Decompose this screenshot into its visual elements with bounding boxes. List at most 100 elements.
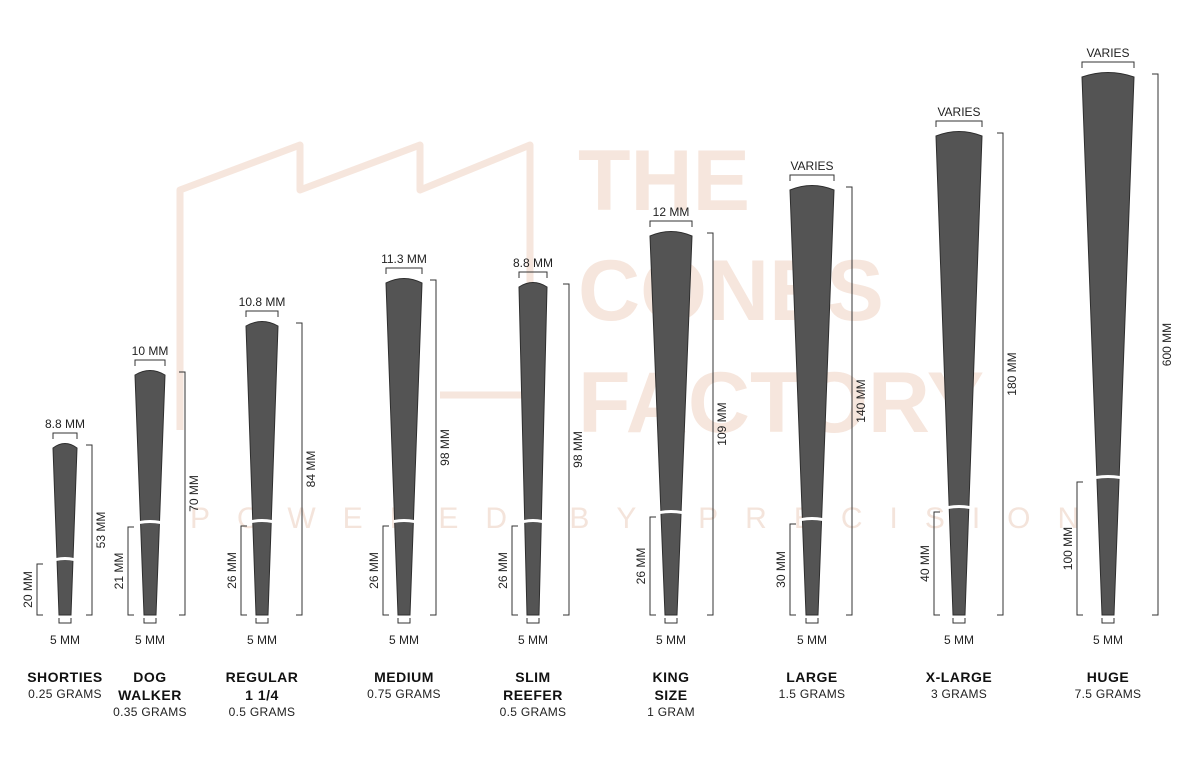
length-bracket: [846, 186, 853, 616]
filter-band: [56, 557, 74, 561]
top-width-bracket: [1081, 61, 1135, 68]
top-width-label: 11.3 MM: [381, 252, 427, 266]
cone-body: [789, 185, 835, 616]
filter-bracket: [649, 516, 656, 616]
filter-band: [523, 519, 543, 523]
tip-width-label: 5 MM: [1093, 633, 1123, 647]
cone-body: [518, 282, 548, 616]
cone-name-line: WALKER: [118, 687, 182, 703]
cone-weight-medium: 0.75 GRAMS: [367, 687, 441, 701]
cone-name-medium: MEDIUM: [344, 668, 464, 686]
top-width-label: 10.8 MM: [239, 295, 286, 309]
filter-band: [801, 517, 823, 521]
tip-bracket: [952, 618, 966, 624]
length-label: 140 MM: [854, 379, 868, 422]
cone-name-line: X-LARGE: [925, 669, 993, 685]
top-width-label: 8.8 MM: [45, 417, 85, 431]
watermark-tagline: POWERED BY PRECISION: [190, 502, 1106, 535]
cone-name-line: HUGE: [1086, 669, 1130, 685]
filter-bracket: [240, 525, 247, 616]
cone-weight-x-large: 3 GRAMS: [930, 687, 988, 701]
filter-length-label: 21 MM: [112, 553, 126, 590]
length-bracket: [296, 322, 303, 616]
tip-width-label: 5 MM: [389, 633, 419, 647]
cone-weight-shorties: 0.25 GRAMS: [28, 687, 102, 701]
length-bracket: [430, 279, 437, 616]
filter-band: [393, 519, 415, 523]
tip-width-label: 5 MM: [247, 633, 277, 647]
filter-bracket: [1076, 481, 1083, 616]
length-label: 98 MM: [438, 429, 452, 466]
cone-weight-regular: 0.5 GRAMS: [228, 705, 296, 719]
tip-bracket: [526, 618, 540, 624]
tip-bracket: [397, 618, 411, 624]
tip-width-label: 5 MM: [797, 633, 827, 647]
length-bracket: [997, 132, 1004, 616]
filter-band: [139, 520, 161, 524]
length-label: 70 MM: [187, 475, 201, 512]
tip-bracket: [805, 618, 819, 624]
filter-length-label: 30 MM: [774, 551, 788, 588]
cone-body: [52, 443, 78, 616]
top-width-label: VARIES: [937, 105, 980, 119]
tip-width-label: 5 MM: [135, 633, 165, 647]
filter-bracket: [127, 526, 134, 616]
tip-bracket: [1101, 618, 1115, 624]
cone-name-line: SHORTIES: [27, 669, 103, 685]
tip-bracket: [143, 618, 157, 624]
top-width-bracket: [518, 271, 548, 278]
cone-name-shorties: SHORTIES: [5, 668, 125, 686]
top-width-bracket: [134, 359, 166, 366]
top-width-bracket: [649, 220, 693, 227]
length-bracket: [1152, 73, 1159, 616]
length-label: 180 MM: [1005, 352, 1019, 395]
filter-bracket: [382, 525, 389, 616]
cone-body: [385, 278, 423, 616]
tip-width-label: 5 MM: [944, 633, 974, 647]
length-bracket: [707, 232, 714, 616]
filter-band: [948, 505, 970, 509]
cone-name-line: MEDIUM: [374, 669, 434, 685]
filter-length-label: 26 MM: [634, 548, 648, 585]
filter-length-label: 40 MM: [918, 545, 932, 582]
cone-weight-king-size: 1 GRAM: [647, 705, 695, 719]
cone-name-line: SIZE: [654, 687, 688, 703]
top-width-label: 8.8 MM: [513, 256, 553, 270]
cone-body: [245, 321, 279, 616]
filter-band: [1095, 475, 1121, 479]
length-label: 600 MM: [1160, 323, 1174, 366]
tip-bracket: [58, 618, 72, 624]
cone-huge: VARIES 600 MM 100 MM 5 MM: [1061, 46, 1174, 647]
cone-name-line: REEFER: [503, 687, 563, 703]
cone-x-large: VARIES 180 MM 40 MM 5 MM: [918, 105, 1019, 647]
cone-body: [134, 370, 166, 616]
top-width-bracket: [935, 120, 983, 127]
cone-body: [1081, 72, 1135, 616]
cone-name-large: LARGE: [752, 668, 872, 686]
cone-weight-dog-walker: 0.35 GRAMS: [113, 705, 187, 719]
top-width-bracket: [245, 310, 279, 317]
filter-length-label: 100 MM: [1061, 527, 1075, 570]
cone-name-line: REGULAR: [225, 669, 299, 685]
top-width-label: VARIES: [1086, 46, 1129, 60]
length-bracket: [86, 444, 93, 616]
top-width-label: 10 MM: [132, 344, 169, 358]
cone-body: [649, 231, 693, 616]
tip-width-label: 5 MM: [50, 633, 80, 647]
cone-name-line: DOG: [133, 669, 167, 685]
cone-body: [935, 131, 983, 616]
top-width-bracket: [385, 267, 423, 274]
tip-width-label: 5 MM: [518, 633, 548, 647]
length-label: 53 MM: [94, 512, 108, 549]
cone-name-line: LARGE: [786, 669, 838, 685]
cone-weight-slim-reefer: 0.5 GRAMS: [499, 705, 567, 719]
tip-width-label: 5 MM: [656, 633, 686, 647]
